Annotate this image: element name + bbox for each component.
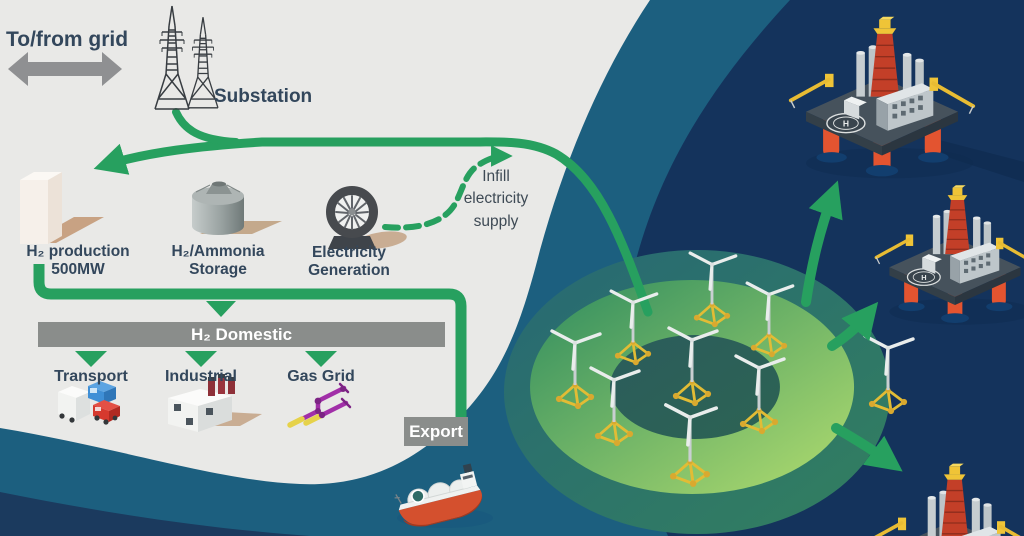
export-tag-label: Export bbox=[409, 421, 463, 441]
truck-icon bbox=[58, 381, 120, 425]
h2-plant-icon bbox=[20, 172, 104, 244]
storage-label: H₂/Ammonia Storage bbox=[171, 243, 265, 279]
generation-label: Electricity Generation bbox=[308, 244, 390, 280]
generator-icon bbox=[326, 186, 407, 249]
substation-label: Substation bbox=[214, 86, 313, 107]
platform-arrow-mid bbox=[827, 301, 879, 351]
h2-domestic-bar: H₂ Domestic bbox=[38, 322, 445, 347]
branch-label-industrial: Industrial bbox=[164, 368, 237, 385]
platform-shadow bbox=[920, 135, 1024, 182]
factory-icon bbox=[168, 374, 262, 432]
domestic-branch-triangles bbox=[75, 301, 337, 367]
grid-label: To/from grid bbox=[6, 28, 129, 51]
ship-helideck bbox=[411, 489, 425, 503]
pipeline-icon bbox=[287, 382, 352, 428]
domestic-flow-line bbox=[33, 264, 467, 417]
branch-label-gas-grid: Gas Grid bbox=[287, 368, 355, 385]
grid-flow-arrow bbox=[93, 108, 653, 317]
export-ship-icon bbox=[394, 463, 483, 527]
branch-label-transport: Transport bbox=[54, 368, 128, 385]
h2-production-label: H₂ production 500MW bbox=[26, 243, 130, 279]
platform-arrow-bottom bbox=[831, 423, 903, 472]
platform-arrow-top bbox=[801, 180, 843, 307]
infill-supply-label: Infill electricity supply bbox=[463, 168, 529, 230]
grid-double-arrow-icon bbox=[8, 52, 122, 86]
export-tag: Export bbox=[404, 417, 468, 446]
factory-chimneys bbox=[208, 374, 235, 396]
h2-domestic-bar-label: H₂ Domestic bbox=[190, 324, 293, 344]
infill-dashed-arrow bbox=[382, 145, 513, 231]
bottom-wave bbox=[0, 492, 310, 536]
storage-tank-icon bbox=[192, 181, 282, 235]
